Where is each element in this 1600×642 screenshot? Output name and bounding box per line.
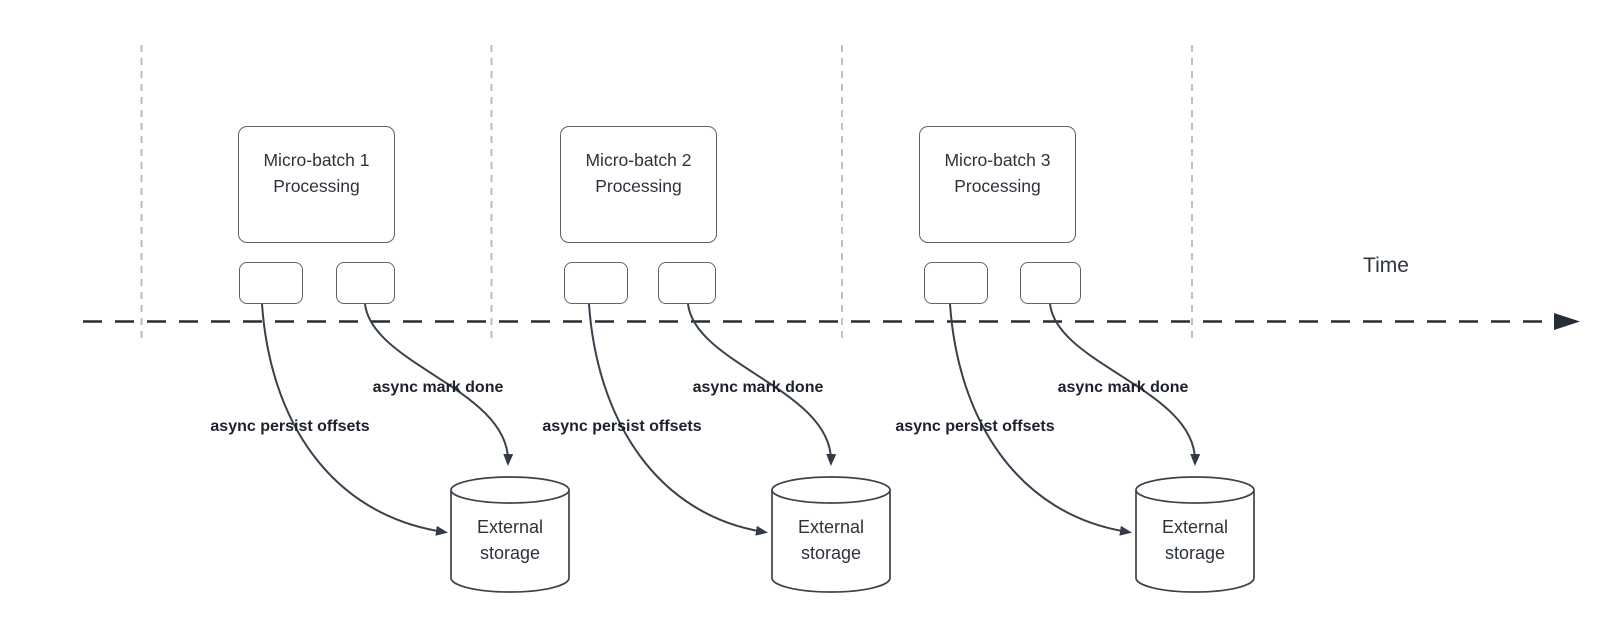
- storage-label-line2: storage: [479, 543, 541, 563]
- micro-batch-2-box: Micro-batch 2 Processing: [560, 126, 717, 243]
- box-title-line1: Micro-batch 2: [585, 149, 692, 170]
- storage-label-line2: storage: [1164, 543, 1226, 563]
- mark-done-arrow-1: [364, 303, 514, 466]
- commit-slot-1: [336, 262, 395, 304]
- persist-offsets-arrow-3: [949, 303, 1132, 536]
- mark-done-arrow-2: [687, 303, 837, 466]
- external-storage-label: External storage: [766, 514, 896, 566]
- persist-offsets-label: async persist offsets: [542, 418, 702, 435]
- box-title-line2: Processing: [595, 175, 682, 196]
- time-label: Time: [1363, 254, 1409, 277]
- mark-done-arrow-3: [1049, 303, 1201, 466]
- box-title-line2: Processing: [954, 175, 1041, 196]
- offset-slot-3: [924, 262, 988, 304]
- box-title-line1: Micro-batch 1: [263, 149, 370, 170]
- persist-offsets-label: async persist offsets: [210, 418, 370, 435]
- box-title-line1: Micro-batch 3: [944, 149, 1051, 170]
- external-storage-label: External storage: [1130, 514, 1260, 566]
- external-storage-cylinder-1: [450, 476, 570, 593]
- external-storage-label: External storage: [445, 514, 575, 566]
- external-storage-cylinder-3: [1135, 476, 1255, 593]
- commit-slot-2: [658, 262, 716, 304]
- box-title-line2: Processing: [273, 175, 360, 196]
- persist-offsets-label: async persist offsets: [895, 418, 1055, 435]
- offset-slot-2: [564, 262, 628, 304]
- storage-label-line1: External: [476, 517, 544, 537]
- time-axis-arrowhead-icon: [1554, 313, 1580, 330]
- storage-label-line1: External: [797, 517, 865, 537]
- mark-done-label: async mark done: [1057, 379, 1189, 396]
- persist-offsets-arrow-2: [588, 303, 768, 536]
- micro-batch-1-box: Micro-batch 1 Processing: [238, 126, 395, 243]
- persist-offsets-arrow-1: [261, 303, 448, 536]
- micro-batch-3-box: Micro-batch 3 Processing: [919, 126, 1076, 243]
- storage-label-line2: storage: [800, 543, 862, 563]
- commit-slot-3: [1020, 262, 1081, 304]
- mark-done-label: async mark done: [692, 379, 824, 396]
- external-storage-cylinder-2: [771, 476, 891, 593]
- mark-done-label: async mark done: [372, 379, 504, 396]
- offset-slot-1: [239, 262, 303, 304]
- storage-label-line1: External: [1161, 517, 1229, 537]
